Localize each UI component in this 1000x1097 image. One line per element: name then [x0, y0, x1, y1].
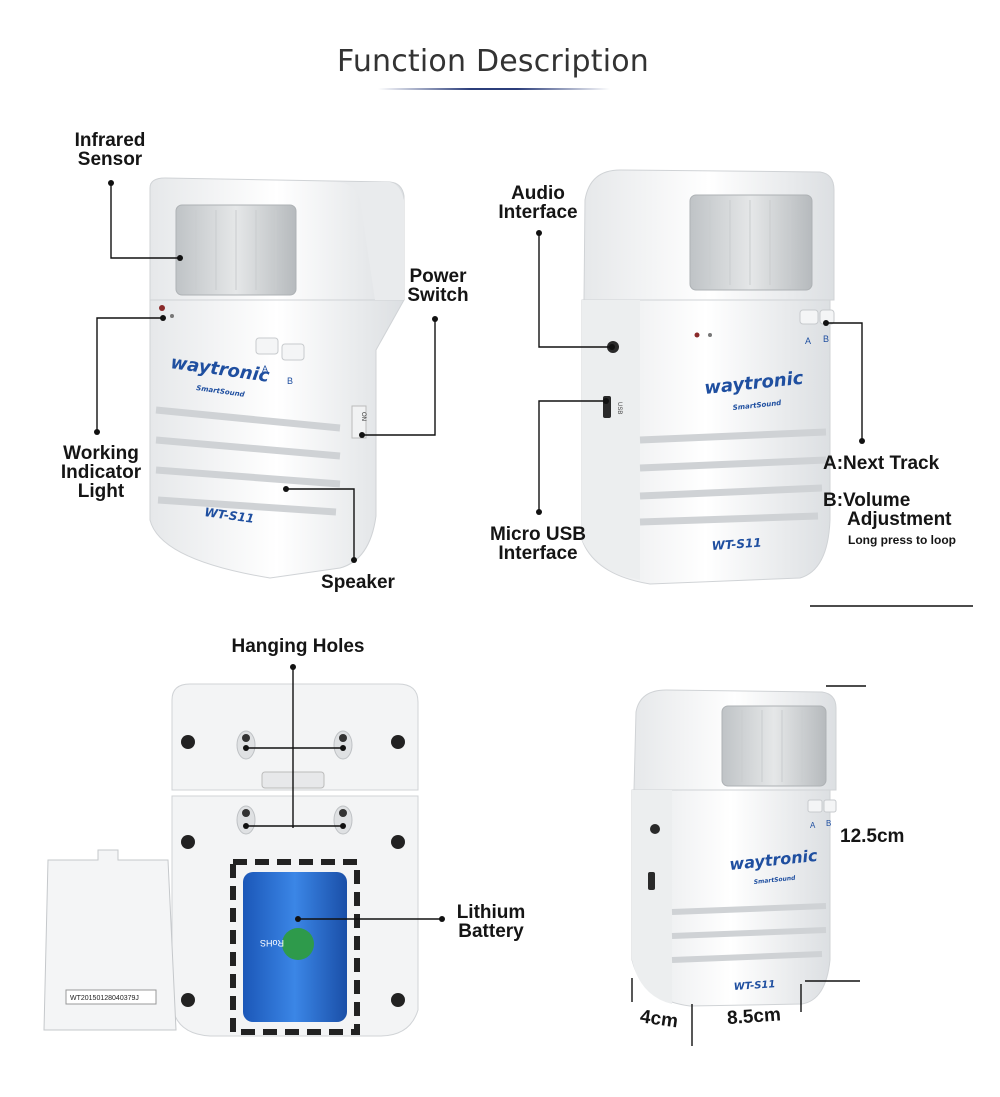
- label-hanging-holes: Hanging Holes: [231, 636, 365, 657]
- battery-cover: [43, 849, 177, 1031]
- label-volume-adjustment: B:Volume Adjustment: [823, 490, 952, 530]
- label-micro-usb-interface: Micro USB Interface: [489, 524, 587, 564]
- btn-b-mark-1: B: [287, 376, 293, 386]
- dimension-height: 12.5cm: [840, 826, 905, 847]
- model-label-2: WT-S11: [711, 536, 762, 553]
- svg-text:B: B: [826, 819, 831, 828]
- infrared-lens-2: [689, 194, 813, 291]
- device-front-view: A B waytronic SmartSound WT-S11 ON: [149, 177, 405, 579]
- battery-serial: WT20150128040379J: [70, 995, 139, 1002]
- btn-a-mark-1: A: [262, 364, 268, 374]
- callout-lines: [94, 180, 973, 1046]
- device-dimension-view: A B waytronic SmartSound WT-S11: [631, 689, 837, 1007]
- dimension-width: 8.5cm: [726, 1004, 782, 1030]
- btn-a-mark-2: A: [805, 336, 811, 346]
- btn-b-mark-2: B: [823, 334, 829, 344]
- svg-text:ON: ON: [360, 412, 366, 421]
- label-speaker: Speaker: [321, 572, 395, 593]
- label-long-press: Long press to loop: [848, 533, 956, 547]
- title-underline: [378, 88, 610, 90]
- label-next-track: A:Next Track: [823, 453, 940, 474]
- dimension-depth: 4cm: [638, 1006, 680, 1033]
- infrared-lens-4: [721, 705, 827, 787]
- svg-text:RoHS: RoHS: [260, 938, 284, 948]
- label-power-switch: Power Switch: [407, 266, 469, 306]
- label-working-indicator-light: Working Indicator Light: [60, 443, 142, 502]
- svg-text:USB: USB: [616, 402, 622, 414]
- svg-text:A: A: [810, 821, 816, 830]
- device-side-view: USB A B waytronic SmartSound WT-S11: [581, 169, 835, 585]
- page-title: Function Description: [337, 44, 649, 79]
- model-label-1: WT-S11: [204, 505, 255, 526]
- svg-text:WT-S11: WT-S11: [733, 979, 775, 993]
- label-audio-interface: Audio Interface: [498, 183, 578, 223]
- label-lithium-battery: Lithium Battery: [456, 902, 526, 942]
- device-back-view: RoHS WT20150128040379J: [43, 683, 419, 1037]
- label-infrared-sensor: Infrared Sensor: [74, 130, 146, 170]
- svg-text:SmartSound: SmartSound: [753, 875, 796, 886]
